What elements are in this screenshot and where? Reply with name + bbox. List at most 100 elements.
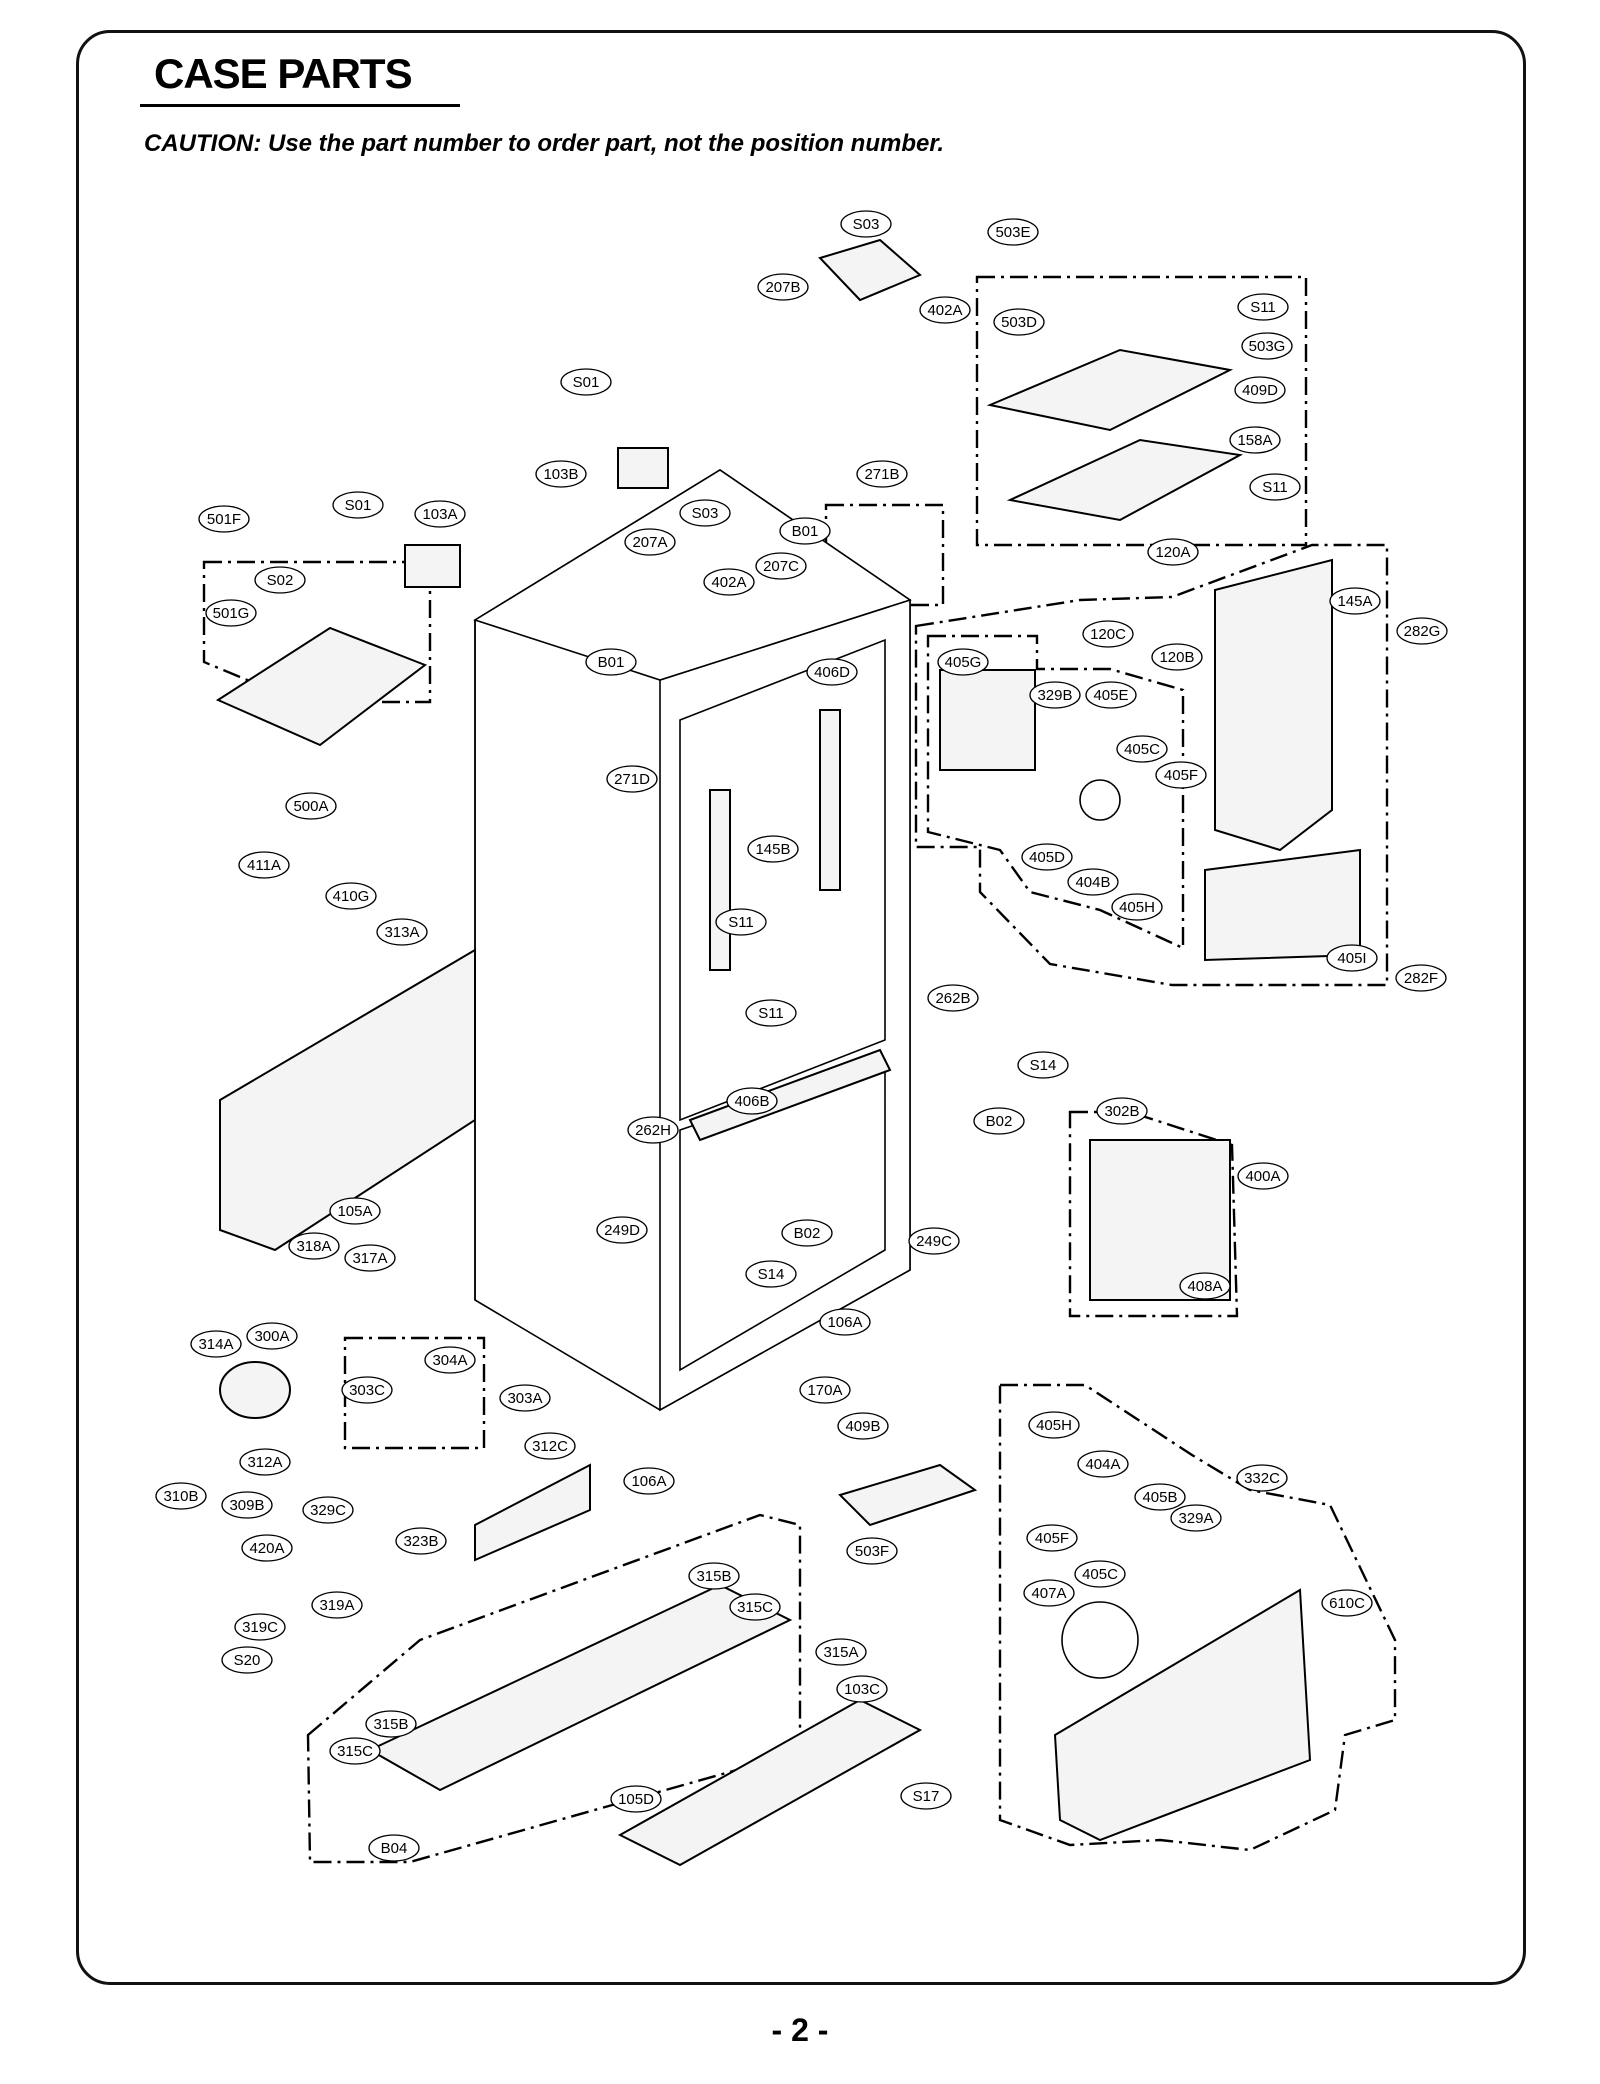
callout-315c: 315C [329,1737,381,1765]
callout-label: 304A [432,1352,467,1369]
callout-label: 303A [507,1390,542,1407]
callout-label: S20 [234,1652,261,1669]
callout-label: 409D [1242,382,1278,399]
callout-411a: 411A [238,851,290,879]
callout-label: 262B [935,990,970,1007]
callout-label: 405C [1124,741,1160,758]
callout-label: 402A [927,302,962,319]
callout-404b: 404B [1067,868,1119,896]
group-outline-duct [914,543,1389,987]
callout-label: 501G [213,605,250,622]
callout-407a: 407A [1023,1579,1075,1607]
callout-label: B01 [598,654,625,671]
callout-label: 319C [242,1619,278,1636]
callout-label: S02 [267,572,294,589]
base-front-trim [617,1698,923,1867]
callout-label: 329C [310,1502,346,1519]
callout-145a: 145A [1329,587,1381,615]
callout-label: 103B [543,466,578,483]
callout-label: B01 [792,523,819,540]
callout-label: 315C [737,1599,773,1616]
base-plate [367,1583,793,1792]
callout-120c: 120C [1082,620,1134,648]
callout-s11: S11 [1249,473,1301,501]
callout-s11: S11 [715,908,767,936]
callout-405c: 405C [1116,735,1168,763]
callout-105d: 105D [610,1785,662,1813]
shelf-rail-right [819,709,841,891]
callout-332c: 332C [1236,1464,1288,1492]
callout-label: 405D [1029,849,1065,866]
callout-329c: 329C [302,1496,354,1524]
page-border [76,30,1526,1985]
callout-120a: 120A [1147,538,1199,566]
callout-label: 105D [618,1791,654,1808]
callout-label: 315B [696,1568,731,1585]
callout-406b: 406B [726,1087,778,1115]
callout-label: 145A [1337,593,1372,610]
callout-405g: 405G [937,648,989,676]
callout-label: 145B [755,841,790,858]
callout-label: 405F [1164,767,1198,784]
callout-315a: 315A [815,1638,867,1666]
callout-329a: 329A [1170,1504,1222,1532]
callout-label: S03 [692,505,719,522]
callout-b02: B02 [973,1107,1025,1135]
callout-s01: S01 [332,491,384,519]
callout-s01: S01 [560,368,612,396]
callout-label: 312A [247,1454,282,1471]
shelf-rail-left [709,789,731,971]
callout-label: 410G [333,888,370,905]
compressor [219,1361,291,1419]
callout-label: S11 [1250,299,1276,316]
refrigerator-cabinet [473,469,912,1412]
group-outline-compressor-parts [343,1336,486,1450]
callout-label: S11 [758,1005,784,1022]
callout-103b: 103B [535,460,587,488]
callout-label: S01 [573,374,600,391]
callout-s02: S02 [254,566,306,594]
callout-label: 318A [296,1238,331,1255]
fan-bracket [939,669,1036,771]
callout-label: 314A [198,1336,233,1353]
fan-shroud [1061,1601,1139,1679]
callout-405f: 405F [1026,1524,1078,1552]
callout-label: 420A [249,1540,284,1557]
callout-106a: 106A [623,1467,675,1495]
callout-label: 315B [373,1716,408,1733]
callout-329b: 329B [1029,681,1081,709]
callout-s11: S11 [745,999,797,1027]
callout-170a: 170A [799,1376,851,1404]
callout-b01: B01 [585,648,637,676]
hinge-cover-103A [404,544,461,588]
callout-label: 404B [1075,874,1110,891]
callout-label: 503E [995,224,1030,241]
callout-s20: S20 [221,1646,273,1674]
callout-312a: 312A [239,1448,291,1476]
callout-label: 106A [631,1473,666,1490]
callout-312c: 312C [524,1432,576,1460]
callout-105a: 105A [329,1197,381,1225]
callout-405h: 405H [1111,893,1163,921]
callout-405b: 405B [1134,1483,1186,1511]
callout-label: 315C [337,1743,373,1760]
callout-label: 405B [1142,1489,1177,1506]
callout-label: B02 [986,1113,1013,1130]
callout-label: 405I [1337,950,1366,967]
callout-103a: 103A [414,500,466,528]
callout-405c: 405C [1074,1560,1126,1588]
callout-262b: 262B [927,984,979,1012]
callout-410g: 410G [325,882,377,910]
callout-label: 106A [827,1314,862,1331]
ice-tray [1006,438,1244,522]
callout-402a: 402A [919,296,971,324]
callout-label: 503D [1001,314,1037,331]
callout-207a: 207A [624,528,676,556]
callout-404a: 404A [1077,1450,1129,1478]
callout-label: 405G [945,654,982,671]
callout-label: 207B [765,279,800,296]
group-outline-ice-tray [975,275,1308,547]
callout-b01: B01 [779,517,831,545]
